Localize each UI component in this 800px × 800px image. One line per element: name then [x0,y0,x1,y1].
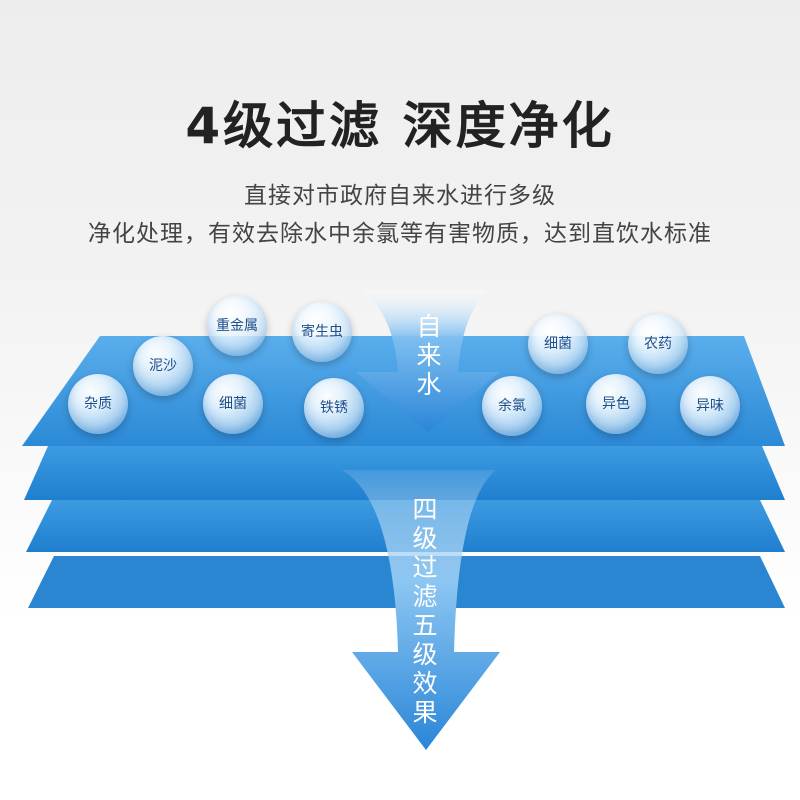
subtitle-line-2: 净化处理，有效去除水中余氯等有害物质，达到直饮水标准 [88,221,712,247]
subtitle-line-1: 直接对市政府自来水进行多级 [244,183,556,209]
arrow-top-label: 自来水 [416,312,442,399]
bubble-sediment: 泥沙 [133,336,193,396]
bubble-parasite: 寄生虫 [292,302,352,362]
bubble-bacteria-right: 细菌 [528,314,588,374]
bubble-residual-chlorine: 余氯 [482,376,542,436]
bubble-heavy-metal: 重金属 [207,296,267,356]
bubble-bacteria-left: 细菌 [203,374,263,434]
page-title: 4级过滤 深度净化 [185,97,615,155]
bubble-color: 异色 [586,374,646,434]
arrow-bottom [342,470,500,750]
arrow-top [356,290,500,432]
bubble-impurity: 杂质 [68,374,128,434]
bubble-rust: 铁锈 [304,378,364,438]
bubble-odor: 异味 [680,376,740,436]
arrow-bottom-label: 四级过滤五级效果 [412,495,438,727]
bubble-pesticide: 农药 [628,314,688,374]
